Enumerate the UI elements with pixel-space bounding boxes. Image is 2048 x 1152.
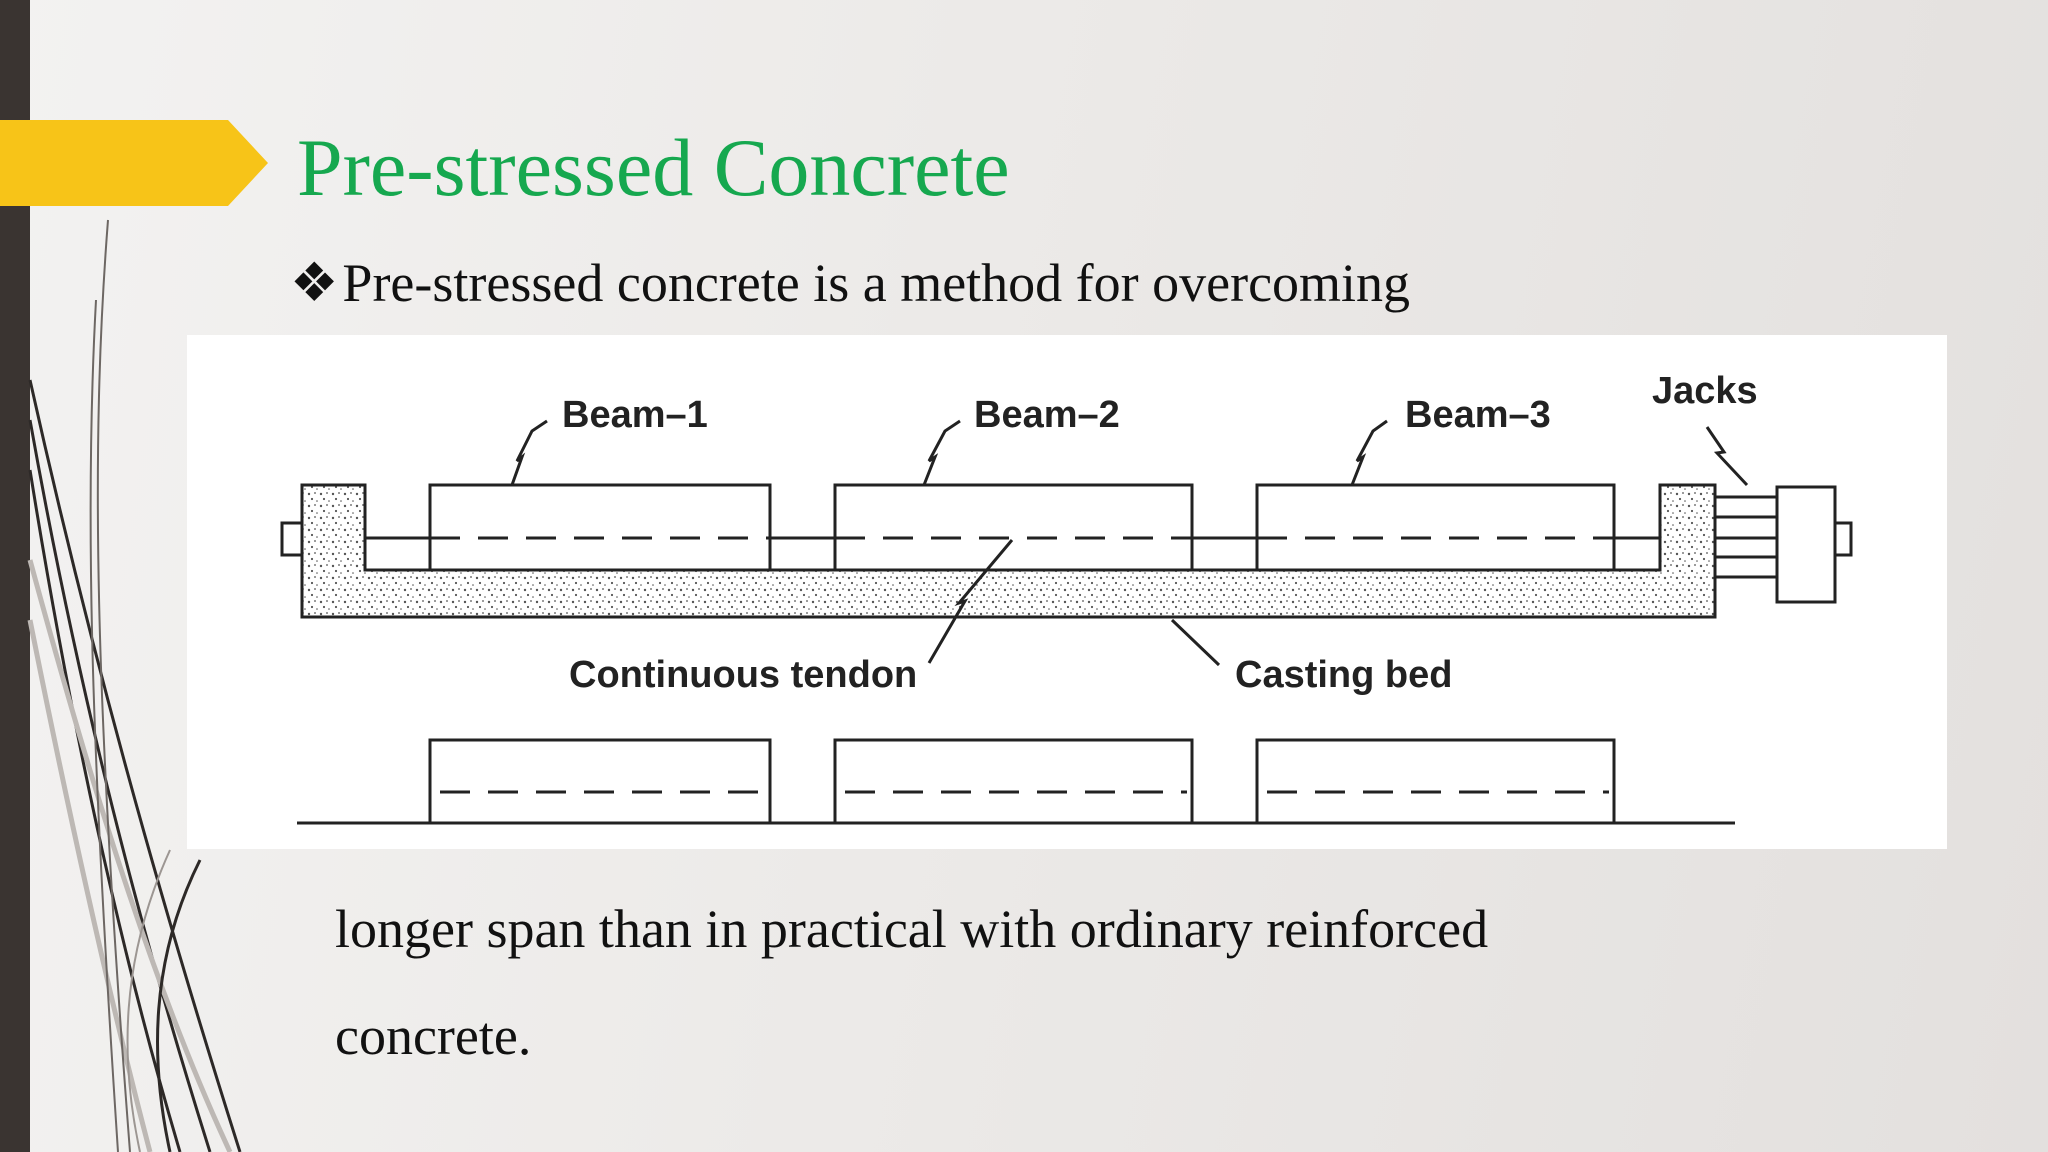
label-beam-2: Beam–2 [974,394,1120,436]
diagram-drawing: Beam–1 Beam–2 Beam–3 Jacks Continuous te… [280,370,1853,825]
prestressing-diagram: Beam–1 Beam–2 Beam–3 Jacks Continuous te… [187,335,1947,849]
left-anchor [280,521,304,557]
released-beam-3 [1255,738,1616,825]
label-casting-bed: Casting bed [1235,654,1452,696]
decorative-lines [27,219,242,1152]
body-text-line-2: concrete. [335,1006,532,1066]
casting-bed [300,483,1717,619]
label-jacks: Jacks [1652,370,1758,412]
released-beam-2 [833,738,1194,825]
label-continuous-tendon: Continuous tendon [569,654,917,696]
bullet-text: Pre-stressed concrete is a method for ov… [342,253,1411,313]
beam-1 [428,483,772,572]
slide-title: Pre-stressed Concrete [297,122,1010,213]
beam-2 [833,483,1194,572]
bullet-point: ❖Pre-stressed concrete is a method for o… [290,250,1410,316]
label-beam-3: Beam–3 [1405,394,1551,436]
arrow-tab-icon [0,120,268,206]
jacks [1715,485,1853,604]
label-beam-1: Beam–1 [562,394,708,436]
body-text-line-1: longer span than in practical with ordin… [335,899,1489,959]
beam-3 [1255,483,1616,572]
released-beam-1 [428,738,772,825]
four-diamond-bullet-icon: ❖ [290,253,339,313]
